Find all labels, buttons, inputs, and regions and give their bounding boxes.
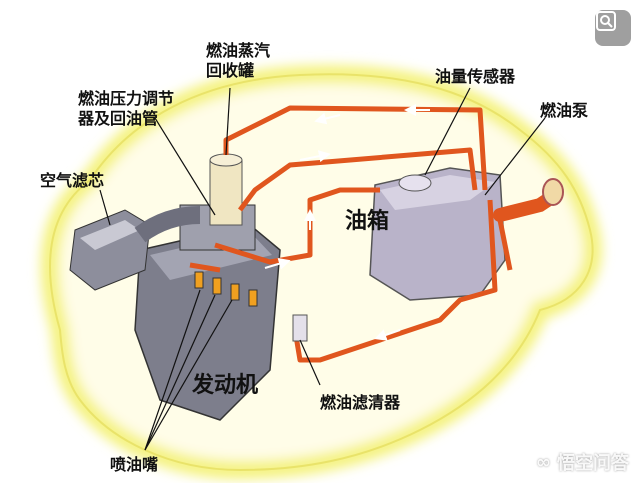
label-canister-line1: 燃油蒸汽 bbox=[206, 41, 270, 60]
image-search-button[interactable] bbox=[595, 10, 631, 46]
label-fuel-gauge-sensor: 油量传感器 bbox=[435, 67, 516, 86]
label-fuel-filter: 燃油滤清器 bbox=[320, 393, 401, 412]
label-injector: 喷油嘴 bbox=[110, 455, 158, 474]
injectors bbox=[194, 271, 258, 307]
air-filter bbox=[69, 206, 201, 291]
search-icon bbox=[596, 11, 616, 31]
vapor-canister bbox=[209, 153, 243, 226]
watermark-logo-icon: ∞ bbox=[536, 451, 551, 473]
label-regulator-line1: 燃油压力调节 bbox=[78, 89, 174, 108]
watermark-text: 悟空问答 bbox=[557, 453, 629, 474]
fuel-filter-part bbox=[292, 314, 308, 342]
fuel-tank bbox=[369, 167, 506, 301]
watermark: ∞ 悟空问答 bbox=[536, 449, 629, 475]
label-fuel-pump: 燃油泵 bbox=[540, 101, 588, 120]
label-regulator-line2: 器及回油管 bbox=[77, 109, 158, 128]
leader-lines bbox=[99, 87, 546, 451]
flow-arrows bbox=[264, 104, 430, 341]
label-canister-line2: 回收罐 bbox=[206, 61, 254, 80]
label-air-filter: 空气滤芯 bbox=[40, 171, 104, 190]
engine-block bbox=[134, 204, 281, 421]
label-fuel-tank: 油箱 bbox=[345, 208, 389, 234]
label-engine: 发动机 bbox=[191, 372, 258, 398]
